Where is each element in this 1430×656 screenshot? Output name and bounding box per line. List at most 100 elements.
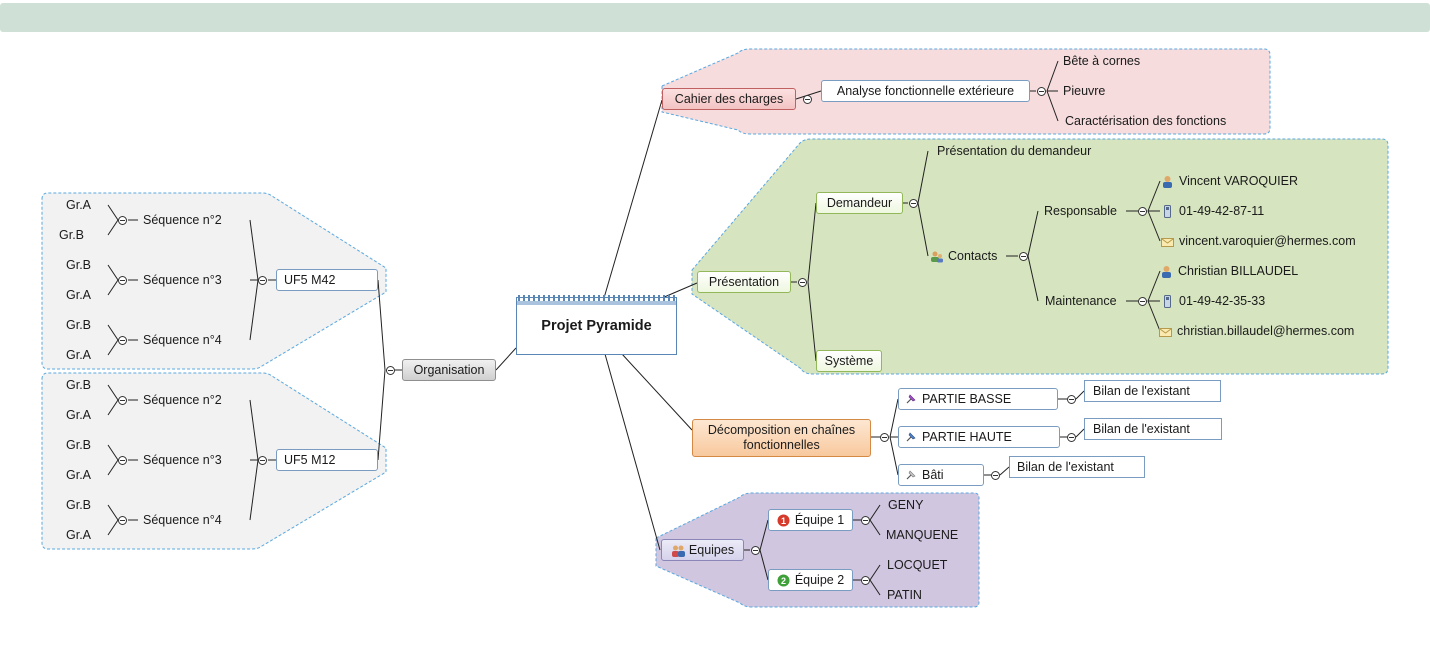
topic-equipes[interactable]: Equipes — [661, 539, 744, 561]
contact-responsable-phone[interactable]: 01-49-42-87-11 — [1161, 203, 1264, 219]
collapse-toggle[interactable] — [1037, 87, 1046, 96]
member-manquene[interactable]: MANQUENE — [886, 528, 959, 542]
group-b[interactable]: Gr.B — [66, 318, 92, 332]
topic-analyse-fonctionnelle[interactable]: Analyse fonctionnelle extérieure — [821, 80, 1030, 102]
collapse-toggle[interactable] — [909, 199, 918, 208]
collapse-toggle[interactable] — [991, 471, 1000, 480]
group-b[interactable]: Gr.B — [66, 258, 92, 272]
contact-maintenance-phone[interactable]: 01-49-42-35-33 — [1161, 293, 1265, 309]
group-a[interactable]: Gr.A — [66, 528, 92, 542]
subtopic-pieuvre[interactable]: Pieuvre — [1063, 84, 1106, 98]
subtopic-caracterisation[interactable]: Caractérisation des fonctions — [1065, 114, 1227, 128]
collapse-toggle[interactable] — [1138, 207, 1147, 216]
subtopic-sequence-2[interactable]: Séquence n°2 — [143, 213, 222, 227]
topic-cahier-des-charges[interactable]: Cahier des charges — [662, 88, 796, 110]
topic-label: Equipes — [688, 543, 735, 557]
notebook-spiral-icon — [518, 295, 675, 302]
collapse-toggle[interactable] — [751, 546, 760, 555]
topic-label: Demandeur — [826, 196, 893, 210]
topic-label-line1: Décomposition en chaînes — [707, 423, 856, 437]
priority-1-icon: 1 — [777, 514, 790, 527]
contact-responsable-name[interactable]: Vincent VAROQUIER — [1161, 173, 1298, 189]
equipes-boundary — [655, 492, 980, 608]
group-a[interactable]: Gr.A — [66, 198, 92, 212]
topic-label: Présentation — [708, 275, 780, 289]
group-a[interactable]: Gr.A — [66, 408, 92, 422]
uf-m42-boundary — [41, 192, 387, 370]
group-a[interactable]: Gr.A — [66, 468, 92, 482]
topic-label: Système — [824, 354, 874, 368]
group-b[interactable]: Gr.B — [66, 498, 92, 512]
collapse-toggle[interactable] — [258, 456, 267, 465]
collapse-toggle[interactable] — [118, 516, 127, 525]
contacts-icon — [930, 250, 943, 263]
collapse-toggle[interactable] — [861, 576, 870, 585]
topic-label: Bilan de l'existant — [1093, 384, 1190, 398]
person-icon — [1161, 175, 1174, 189]
member-geny[interactable]: GENY — [888, 498, 924, 512]
subtopic-sequence-3[interactable]: Séquence n°3 — [143, 453, 222, 467]
topic-presentation[interactable]: Présentation — [697, 271, 791, 293]
collapse-toggle[interactable] — [386, 366, 395, 375]
subtopic-sequence-2[interactable]: Séquence n°2 — [143, 393, 222, 407]
collapse-toggle[interactable] — [798, 278, 807, 287]
topic-systeme[interactable]: Système — [816, 350, 882, 372]
subtopic-responsable[interactable]: Responsable — [1044, 204, 1117, 218]
top-toolbar-bar — [0, 3, 1430, 32]
email-icon — [1159, 325, 1172, 338]
topic-organisation[interactable]: Organisation — [402, 359, 496, 381]
member-locquet[interactable]: LOCQUET — [887, 558, 948, 572]
subtopic-bilan-partie-basse[interactable]: Bilan de l'existant — [1084, 380, 1221, 402]
collapse-toggle[interactable] — [118, 396, 127, 405]
subtopic-sequence-4[interactable]: Séquence n°4 — [143, 333, 222, 347]
email-label: christian.billaudel@hermes.com — [1177, 324, 1355, 338]
topic-label-line2: fonctionnelles — [743, 438, 820, 452]
collapse-toggle[interactable] — [118, 336, 127, 345]
collapse-toggle[interactable] — [1067, 395, 1076, 404]
name-label: Christian BILLAUDEL — [1178, 264, 1299, 278]
collapse-toggle[interactable] — [1019, 252, 1028, 261]
subtopic-sequence-3[interactable]: Séquence n°3 — [143, 273, 222, 287]
subtopic-bete-a-cornes[interactable]: Bête à cornes — [1063, 54, 1141, 68]
email-icon — [1161, 235, 1174, 248]
subtopic-maintenance[interactable]: Maintenance — [1045, 294, 1117, 308]
email-label: vincent.varoquier@hermes.com — [1179, 234, 1356, 248]
subtopic-bilan-bati[interactable]: Bilan de l'existant — [1009, 456, 1145, 478]
topic-uf5-m42[interactable]: UF5 M42 — [276, 269, 378, 291]
collapse-toggle[interactable] — [118, 216, 127, 225]
collapse-toggle[interactable] — [861, 516, 870, 525]
collapse-toggle[interactable] — [803, 95, 812, 104]
subtopic-sequence-4[interactable]: Séquence n°4 — [143, 513, 222, 527]
topic-partie-haute[interactable]: PARTIE HAUTE — [898, 426, 1060, 448]
topic-label: Analyse fonctionnelle extérieure — [836, 84, 1015, 98]
group-b[interactable]: Gr.B — [66, 438, 92, 452]
collapse-toggle[interactable] — [880, 433, 889, 442]
team-icon — [671, 544, 685, 557]
contact-maintenance-email[interactable]: christian.billaudel@hermes.com — [1159, 323, 1354, 339]
member-patin[interactable]: PATIN — [887, 588, 922, 602]
group-b[interactable]: Gr.B — [66, 378, 92, 392]
group-a[interactable]: Gr.A — [66, 288, 92, 302]
collapse-toggle[interactable] — [118, 276, 127, 285]
topic-bati[interactable]: Bâti — [898, 464, 984, 486]
group-b[interactable]: Gr.B — [59, 228, 85, 242]
subtopic-presentation-demandeur[interactable]: Présentation du demandeur — [937, 144, 1092, 158]
subtopic-contacts[interactable]: Contacts — [930, 248, 997, 264]
collapse-toggle[interactable] — [1067, 433, 1076, 442]
collapse-toggle[interactable] — [118, 456, 127, 465]
topic-partie-basse[interactable]: PARTIE BASSE — [898, 388, 1058, 410]
contact-responsable-email[interactable]: vincent.varoquier@hermes.com — [1161, 233, 1356, 249]
topic-uf5-m12[interactable]: UF5 M12 — [276, 449, 378, 471]
topic-decomposition[interactable]: Décomposition en chaînes fonctionnelles — [692, 419, 871, 457]
group-a[interactable]: Gr.A — [66, 348, 92, 362]
subtopic-bilan-partie-haute[interactable]: Bilan de l'existant — [1084, 418, 1222, 440]
collapse-toggle[interactable] — [1138, 297, 1147, 306]
collapse-toggle[interactable] — [258, 276, 267, 285]
central-topic[interactable]: Projet Pyramide — [516, 295, 677, 355]
contact-maintenance-name[interactable]: Christian BILLAUDEL — [1160, 263, 1298, 279]
svg-text:2: 2 — [781, 576, 786, 586]
topic-label: Bilan de l'existant — [1093, 422, 1190, 436]
topic-demandeur[interactable]: Demandeur — [816, 192, 903, 214]
